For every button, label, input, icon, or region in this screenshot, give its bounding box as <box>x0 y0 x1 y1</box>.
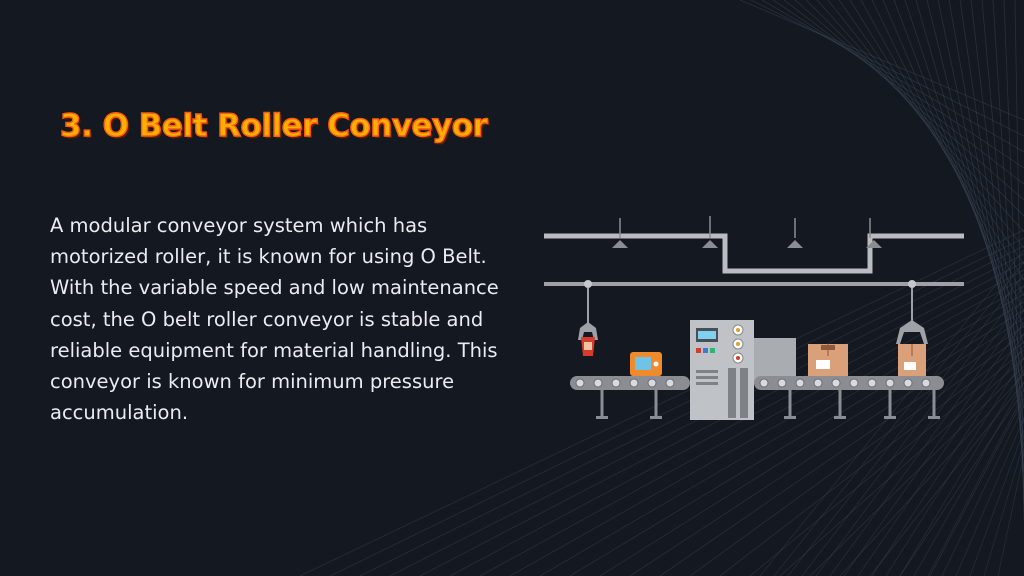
decorative-line <box>773 261 1024 576</box>
decorative-line <box>871 0 1024 313</box>
decorative-line <box>981 0 1024 473</box>
decorative-line <box>849 0 1024 281</box>
decorative-line <box>759 249 1024 576</box>
decorative-line <box>882 0 1024 329</box>
overhead-rail <box>544 280 964 288</box>
decorative-line <box>838 0 1024 265</box>
decorative-line <box>749 349 1024 576</box>
decorative-line <box>479 277 1024 576</box>
decorative-line <box>659 325 1024 576</box>
decorative-line <box>843 321 1024 576</box>
orange-item <box>630 352 662 376</box>
decorative-line <box>899 389 1024 576</box>
decorative-line <box>787 273 1024 576</box>
decorative-line <box>772 0 1024 169</box>
conveyor-illustration-icon <box>544 216 964 420</box>
decorative-line <box>689 333 1024 576</box>
conveyor-belt <box>570 376 944 390</box>
decorative-line <box>839 373 1024 576</box>
decorative-line <box>860 0 1024 297</box>
decorative-line <box>449 269 1024 576</box>
decorative-line <box>750 0 1024 137</box>
conveyor-legs <box>600 390 936 418</box>
decorative-line <box>970 0 1024 457</box>
control-machine <box>690 320 796 420</box>
decorative-line <box>509 285 1024 576</box>
decorative-line <box>1014 0 1024 521</box>
decorative-line <box>783 0 1024 185</box>
decorative-line <box>997 453 1024 576</box>
decorative-line <box>869 381 1024 576</box>
right-gripper <box>896 288 928 376</box>
decorative-line <box>329 237 1024 576</box>
decorative-line <box>809 365 1024 576</box>
slide-body-text: A modular conveyor system which has moto… <box>50 214 499 425</box>
decorative-line <box>829 309 1024 576</box>
decorative-line <box>885 357 1024 576</box>
decorative-line <box>815 297 1024 576</box>
decorative-line <box>779 357 1024 576</box>
decorative-line <box>801 285 1024 576</box>
decorative-line <box>857 333 1024 576</box>
decorative-line <box>955 417 1024 576</box>
decorative-line <box>719 341 1024 576</box>
decorative-line <box>899 369 1024 576</box>
decorative-line <box>927 393 1024 576</box>
decorative-line <box>983 441 1024 576</box>
decorative-line <box>569 301 1024 576</box>
slide-title: 3. O Belt Roller Conveyor <box>59 107 488 144</box>
decorative-line <box>299 229 1024 576</box>
decorative-line <box>599 309 1024 576</box>
decorative-line <box>893 0 1024 345</box>
decorative-line <box>739 0 1024 121</box>
decorative-line <box>992 0 1024 489</box>
decorative-line <box>871 345 1024 576</box>
decorative-line <box>629 317 1024 576</box>
decorative-line <box>941 405 1024 576</box>
decorative-line <box>904 0 1024 361</box>
decorative-line <box>929 397 1024 576</box>
cardboard-box <box>808 344 848 376</box>
decorative-line <box>761 0 1024 153</box>
decorative-line <box>915 0 1024 377</box>
leg-feet <box>596 416 940 419</box>
overhead-pipe <box>544 216 964 274</box>
decorative-line <box>913 381 1024 576</box>
left-gripper <box>578 288 598 356</box>
decorative-line <box>539 293 1024 576</box>
decorative-line <box>969 429 1024 576</box>
decorative-line <box>1003 0 1024 505</box>
